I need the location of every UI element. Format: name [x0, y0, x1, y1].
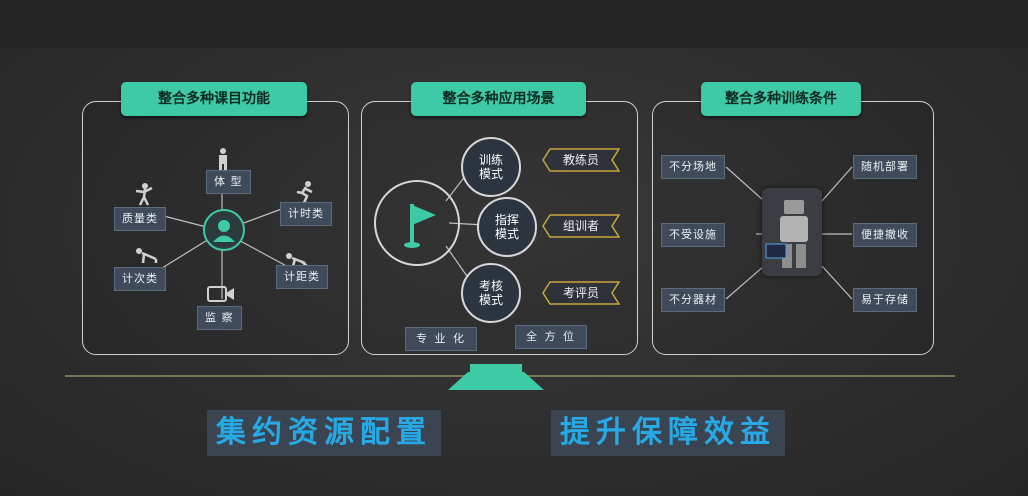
- tag-monitor: 监 察: [197, 306, 242, 330]
- tag-distance: 计距类: [276, 265, 328, 289]
- mode-assessment: 考核 模式: [461, 263, 521, 323]
- mode-training: 训练 模式: [461, 137, 521, 197]
- running-icon: [296, 181, 313, 203]
- tag-count: 计次类: [114, 267, 166, 291]
- slogan-left: 集约资源配置: [207, 410, 441, 456]
- panel-3-connectors: [725, 166, 853, 300]
- tag-random-deploy: 随机部署: [853, 155, 917, 179]
- body-figure-icon: [219, 148, 227, 171]
- tag-quality: 质量类: [114, 207, 166, 231]
- slogan-right: 提升保障效益: [551, 410, 785, 456]
- flag-icon: [374, 180, 460, 266]
- user-icon: [203, 209, 245, 251]
- robot-device-icon: [762, 188, 822, 276]
- role-evaluator: 考评员: [542, 281, 620, 305]
- role-coach-label: 教练员: [562, 153, 599, 167]
- panel-3-title: 整合多种训练条件: [701, 82, 861, 116]
- tag-any-equipment: 不分器材: [661, 288, 725, 312]
- pushup-icon: [136, 248, 158, 264]
- tag-body: 体 型: [206, 170, 251, 194]
- panel-2-title: 整合多种应用场景: [411, 82, 586, 116]
- panel-1-title: 整合多种课目功能: [121, 82, 307, 116]
- tag-easy-retract: 便捷撤收: [853, 223, 917, 247]
- tag-all-round: 全 方 位: [515, 325, 587, 349]
- tag-easy-storage: 易于存储: [853, 288, 917, 312]
- tag-professional: 专 业 化: [405, 327, 477, 351]
- top-band: [0, 0, 1028, 48]
- mode-command: 指挥 模式: [477, 197, 537, 257]
- role-coach: 教练员: [542, 148, 620, 172]
- video-camera-icon: [207, 286, 234, 302]
- stage-background: [0, 48, 1028, 496]
- tag-timing: 计时类: [280, 202, 332, 226]
- role-organizer: 组训者: [542, 214, 620, 238]
- role-organizer-label: 组训者: [562, 219, 599, 233]
- throwing-icon: [135, 183, 153, 206]
- tag-any-venue: 不分场地: [661, 155, 725, 179]
- role-evaluator-label: 考评员: [562, 286, 599, 300]
- up-arrow-icon: [448, 364, 544, 390]
- tag-no-facility-limit: 不受设施: [661, 223, 725, 247]
